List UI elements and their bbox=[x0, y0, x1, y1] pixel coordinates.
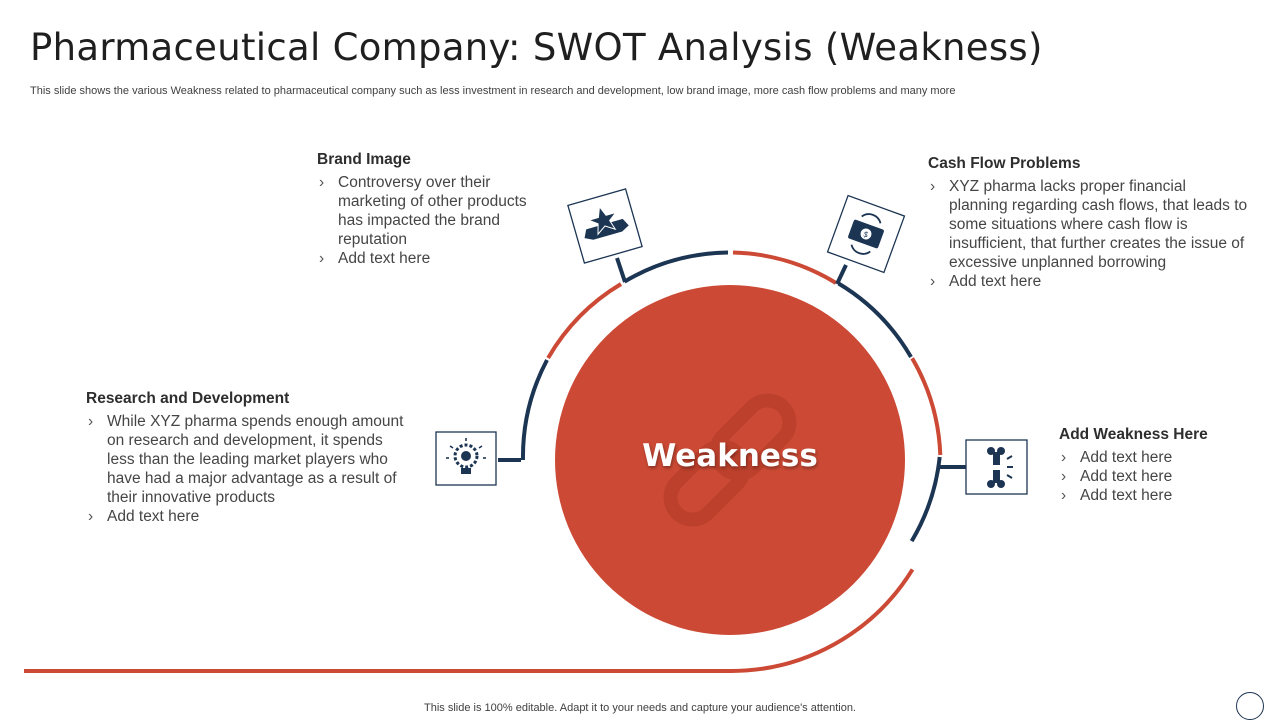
add-weakness-bullet: Add text here bbox=[1059, 486, 1259, 505]
chain-link-icon bbox=[663, 393, 797, 527]
cash-flow-bullet: Add text here bbox=[928, 272, 1248, 291]
brand-image-heading: Brand Image bbox=[317, 151, 411, 168]
cash-flow-block: Cash Flow Problems XYZ pharma lacks prop… bbox=[928, 155, 1248, 291]
slide-nav-button[interactable] bbox=[1236, 692, 1264, 720]
brand-image-bullet: Controversy over their marketing of othe… bbox=[317, 173, 532, 249]
ring-arc bbox=[520, 359, 549, 461]
ring-arc bbox=[910, 357, 943, 456]
broken-bone-icon bbox=[965, 439, 1028, 495]
ring-arc bbox=[729, 568, 915, 674]
ring-arc bbox=[732, 250, 838, 285]
add-weakness-bullet: Add text here bbox=[1059, 467, 1259, 486]
ring-arc bbox=[623, 250, 729, 284]
center-circle bbox=[555, 285, 905, 635]
connector bbox=[835, 264, 848, 285]
ring-arc bbox=[909, 456, 942, 543]
research-bullet: While XYZ pharma spends enough amount on… bbox=[86, 412, 408, 507]
cash-flow-icon: $ bbox=[826, 194, 906, 274]
ring-arc bbox=[546, 282, 623, 360]
connector bbox=[615, 257, 627, 283]
slide-footer: This slide is 100% editable. Adapt it to… bbox=[424, 702, 856, 714]
svg-text:$: $ bbox=[862, 229, 870, 239]
add-weakness-bullet: Add text here bbox=[1059, 448, 1259, 467]
center-label: Weakness bbox=[642, 438, 818, 474]
brand-image-bullet: Add text here bbox=[317, 249, 532, 268]
slide-title: Pharmaceutical Company: SWOT Analysis (W… bbox=[30, 26, 1043, 69]
add-weakness-block: Add Weakness Here Add text here Add text… bbox=[1059, 426, 1259, 505]
lightbulb-gear-icon bbox=[435, 431, 497, 486]
ring-arc bbox=[837, 281, 913, 359]
research-heading: Research and Development bbox=[86, 390, 290, 407]
slide-subtitle: This slide shows the various Weakness re… bbox=[30, 85, 956, 97]
research-bullet: Add text here bbox=[86, 507, 408, 526]
star-banner-icon bbox=[567, 188, 643, 264]
add-weakness-heading: Add Weakness Here bbox=[1059, 426, 1208, 443]
cash-flow-bullet: XYZ pharma lacks proper financial planni… bbox=[928, 177, 1248, 272]
brand-image-block: Brand Image Controversy over their marke… bbox=[317, 151, 532, 268]
research-block: Research and Development While XYZ pharm… bbox=[86, 390, 408, 526]
cash-flow-heading: Cash Flow Problems bbox=[928, 155, 1081, 172]
